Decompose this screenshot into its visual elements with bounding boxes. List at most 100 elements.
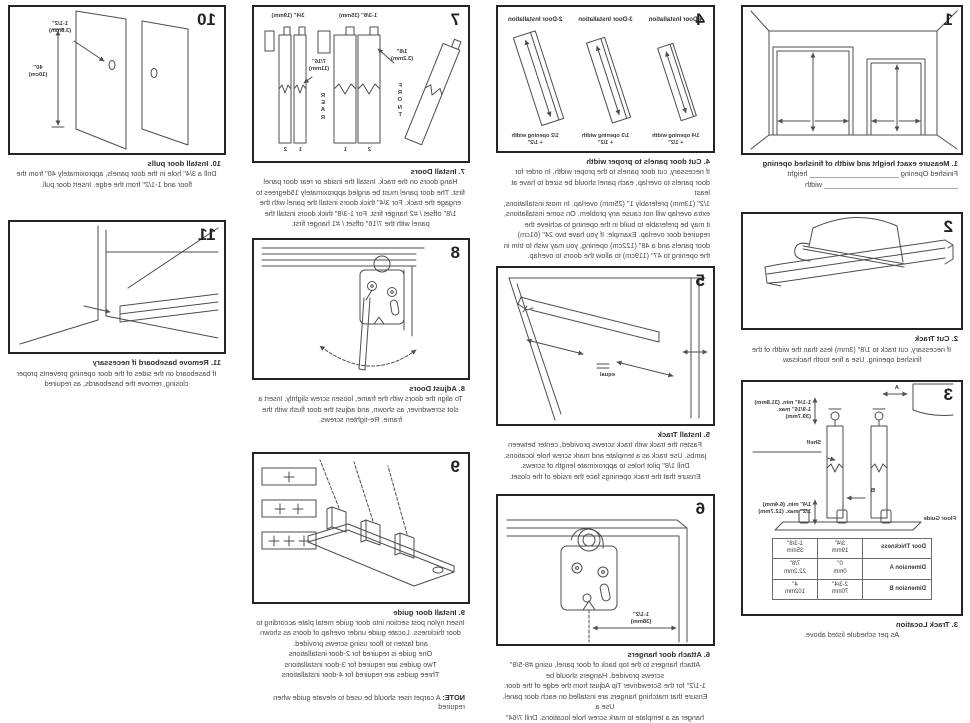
step-9-title: 9. Install door guide bbox=[393, 607, 465, 617]
table-cell: Dimension B bbox=[862, 579, 932, 600]
door-panels-diagram bbox=[512, 30, 697, 126]
table-cell: Door Thickness bbox=[862, 538, 932, 559]
step-9-section: 9 9. Install door bbox=[252, 451, 470, 711]
header-2-door: 2-Door Installation bbox=[508, 16, 563, 23]
table-cell: 1-3/8" 35mm bbox=[772, 538, 818, 559]
thickness-35mm-label: 1-3/8" (35mm) bbox=[338, 13, 378, 19]
carpet-riser-note: NOTE: A carpet riser should be used to e… bbox=[252, 693, 470, 711]
step-1-section: 1 1. Measure exact height and width of f… bbox=[741, 5, 963, 190]
step-2-body: If necessary, cut track to 1/8" (3mm) le… bbox=[751, 344, 952, 365]
step-2-number: 2 bbox=[943, 217, 953, 237]
step-9-number: 9 bbox=[450, 456, 460, 476]
panel-number-1: 1 bbox=[343, 147, 347, 153]
step-3-number: 3 bbox=[943, 384, 953, 404]
step-11-number: 11 bbox=[198, 225, 216, 245]
track-upper-clearance-label: 1-1/4" min. (31.8mm) 1-9/16" max. (39.7m… bbox=[754, 399, 811, 420]
step-11-body: If baseboard on the sides of the door op… bbox=[16, 368, 217, 389]
equal-spacing-label: equal bbox=[599, 371, 615, 378]
step-7-number: 7 bbox=[450, 10, 460, 29]
step-8-body: To align the doors with the frame, loose… bbox=[258, 394, 463, 424]
step-5-section: 5 equal 5. Install Track Fasten the trac… bbox=[496, 265, 715, 482]
step-5-body: Fasten the track with track screws provi… bbox=[503, 440, 707, 481]
step-5-figure: 5 equal bbox=[496, 265, 715, 426]
step-6-body: Attach hangers to the top back of door p… bbox=[502, 660, 708, 722]
label-half-width: 1/2 opening width + 1/2" bbox=[511, 133, 559, 147]
step-8-title: 8. Adjust Doors bbox=[409, 383, 465, 393]
note-label: NOTE: bbox=[442, 692, 465, 702]
table-cell: 7/8" 22.2mm bbox=[772, 558, 818, 580]
step-7-title: 7. Install Doors bbox=[410, 167, 465, 176]
step-8-number: 8 bbox=[450, 242, 460, 262]
step-8-section: 8 8. Adjust Doors To align the doors wit… bbox=[252, 237, 470, 426]
step-6-number: 6 bbox=[695, 499, 705, 518]
column-steps-4-6: 4 2-Door Installation 3-Door Installatio… bbox=[496, 5, 715, 722]
panel-number-1b: 1 bbox=[298, 147, 302, 153]
step-1-figure: 1 bbox=[741, 5, 963, 155]
step-4-body: If necessary, cut door panels to the pro… bbox=[503, 167, 710, 261]
offset-11mm-label: 7/16" (11mm) bbox=[308, 59, 330, 73]
installation-headers: 2-Door Installation 3-Door Installation … bbox=[498, 7, 713, 23]
measure-opening-diagram bbox=[750, 10, 958, 150]
step-1-body: Finished Opening ______________________ … bbox=[787, 169, 958, 189]
table-cell: 4" 102mm bbox=[772, 579, 818, 600]
label-third-width: 1/3 opening width + 1/2" bbox=[581, 133, 630, 147]
step-10-number: 10 bbox=[197, 10, 216, 29]
step-10-title: 10. Install door pulls bbox=[147, 159, 221, 168]
hanger-offset-dim-label: 1-1/2" (38mm) bbox=[630, 612, 652, 626]
cut-track-hacksaw-diagram bbox=[764, 217, 954, 287]
door-guide-diagram bbox=[261, 459, 455, 586]
panel-number-2b: 2 bbox=[283, 147, 287, 153]
step-3-title: 3. Track Location bbox=[895, 619, 958, 629]
step-7-body: Hang doors on the track. Install the ins… bbox=[256, 177, 465, 229]
header-3-door: 3-Door Installation bbox=[578, 16, 633, 23]
dim-b-label: B bbox=[870, 487, 875, 494]
table-cell: Dimension A bbox=[862, 558, 932, 580]
step-10-figure: 10 40" (10cm) 1-1/2" (3.8mm) bbox=[8, 5, 226, 155]
step-11-title: 11. Remove baseboard if necessary bbox=[92, 358, 221, 368]
step-2-figure: 2 bbox=[741, 212, 963, 331]
step-10-section: 10 40" (10cm) 1-1/2" (3.8mm) 10. Install… bbox=[8, 5, 226, 190]
step-2-section: 2 2. Cut Track If necessary, cut track t… bbox=[741, 212, 963, 365]
step-2-title: 2. Cut Track bbox=[914, 334, 958, 344]
rear-label: R E A R bbox=[320, 93, 325, 121]
step-7-section: 7 bbox=[252, 5, 470, 230]
step-9-body: Insert nylon post section into door guid… bbox=[256, 617, 465, 680]
shelf-label: Shelf bbox=[806, 439, 821, 446]
baseboard-diagram bbox=[19, 225, 219, 345]
door-width-labels: 1/2 opening width + 1/2" 1/3 opening wid… bbox=[498, 133, 713, 151]
step-3-figure: 3 bbox=[741, 379, 963, 616]
column-steps-10-11: 10 40" (10cm) 1-1/2" (3.8mm) 10. Install… bbox=[8, 5, 226, 718]
step-6-title: 6. Attach door hangers bbox=[627, 650, 710, 659]
step-6-figure: 6 1-1/2" (38mm) bbox=[496, 494, 715, 646]
step-11-figure: 11 bbox=[8, 220, 226, 355]
column-steps-7-9: 7 bbox=[252, 5, 470, 718]
track-location-section-diagram bbox=[752, 383, 954, 530]
panel-number-2: 2 bbox=[367, 147, 371, 153]
adjust-doors-diagram bbox=[261, 247, 425, 371]
step-4-section: 4 2-Door Installation 3-Door Installatio… bbox=[496, 5, 715, 262]
step-4-title: 4. Cut door panels to proper width bbox=[586, 157, 710, 166]
offset-3mm-label: 1/8" (3.2mm) bbox=[390, 49, 414, 63]
step-5-title: 5. Install Track bbox=[657, 429, 710, 439]
label-quarter-width: 1/4 opening width + 1/2" bbox=[652, 133, 700, 147]
step-5-number: 5 bbox=[695, 270, 705, 290]
step-3-body: As per schedule listed above. bbox=[803, 629, 900, 639]
front-label: F R O N T bbox=[397, 83, 402, 118]
door-floor-clearance-label: 1/4" min. (6.4mm) 1/2" max. (12.7mm) bbox=[758, 501, 811, 515]
install-track-diagram bbox=[508, 277, 708, 421]
step-6-section: 6 1-1/2" (38mm) 6. A bbox=[496, 494, 715, 723]
note-text: A carpet riser should be used to elevate… bbox=[273, 692, 465, 711]
install-doors-diagram bbox=[264, 26, 462, 146]
table-cell: 2-3/4" 70mm bbox=[817, 579, 863, 600]
step-4-number: 4 bbox=[695, 10, 705, 29]
pull-edge-dim-label: 1-1/2" (3.8mm) bbox=[48, 21, 72, 35]
pull-height-dim-label: 40" (10cm) bbox=[28, 65, 48, 79]
step-1-number: 1 bbox=[943, 10, 953, 29]
table-cell: 3/4" 19mm bbox=[817, 538, 863, 559]
step-8-figure: 8 bbox=[252, 237, 470, 380]
step-1-title: 1. Measure exact height and width of fin… bbox=[762, 159, 958, 168]
step-9-figure: 9 bbox=[252, 451, 470, 604]
step-7-figure: 7 bbox=[252, 5, 470, 163]
